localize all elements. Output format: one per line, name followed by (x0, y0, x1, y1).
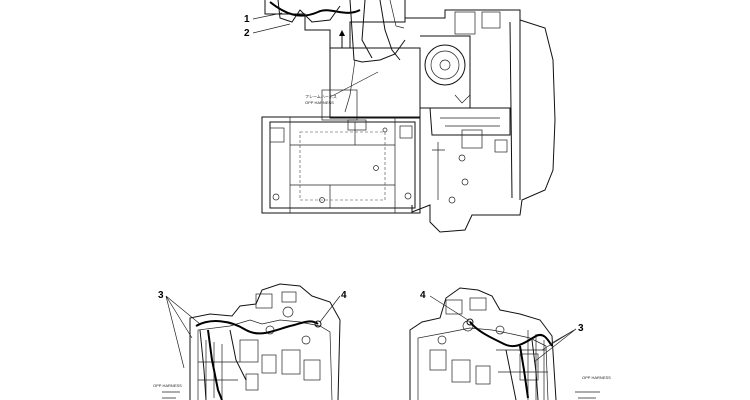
callout-3-right: 3 (533, 323, 584, 363)
callout-number: 4 (420, 290, 426, 301)
right-detail-view (409, 287, 600, 400)
callout-number: 4 (341, 290, 347, 301)
callout-number: 2 (244, 28, 250, 39)
left-detail-view (162, 283, 341, 400)
callout-number: 3 (578, 323, 584, 334)
callout-4-right: 4 (420, 290, 469, 321)
callout-1: 1 (244, 12, 283, 25)
harness-label-jp: フレームハーネス (305, 93, 337, 99)
callout-2: 2 (244, 23, 291, 39)
callout-number: 1 (244, 14, 250, 25)
harness-label-right: OPP HARNESS (582, 375, 611, 380)
callout-4-left: 4 (319, 290, 347, 323)
callout-3-left: 3 (158, 290, 201, 369)
harness-label-left: OPP HARNESS (153, 383, 182, 388)
harness-label-en: OPP HARNESS (305, 100, 334, 105)
callout-number: 3 (158, 290, 164, 301)
top-frame-view (261, 0, 556, 233)
